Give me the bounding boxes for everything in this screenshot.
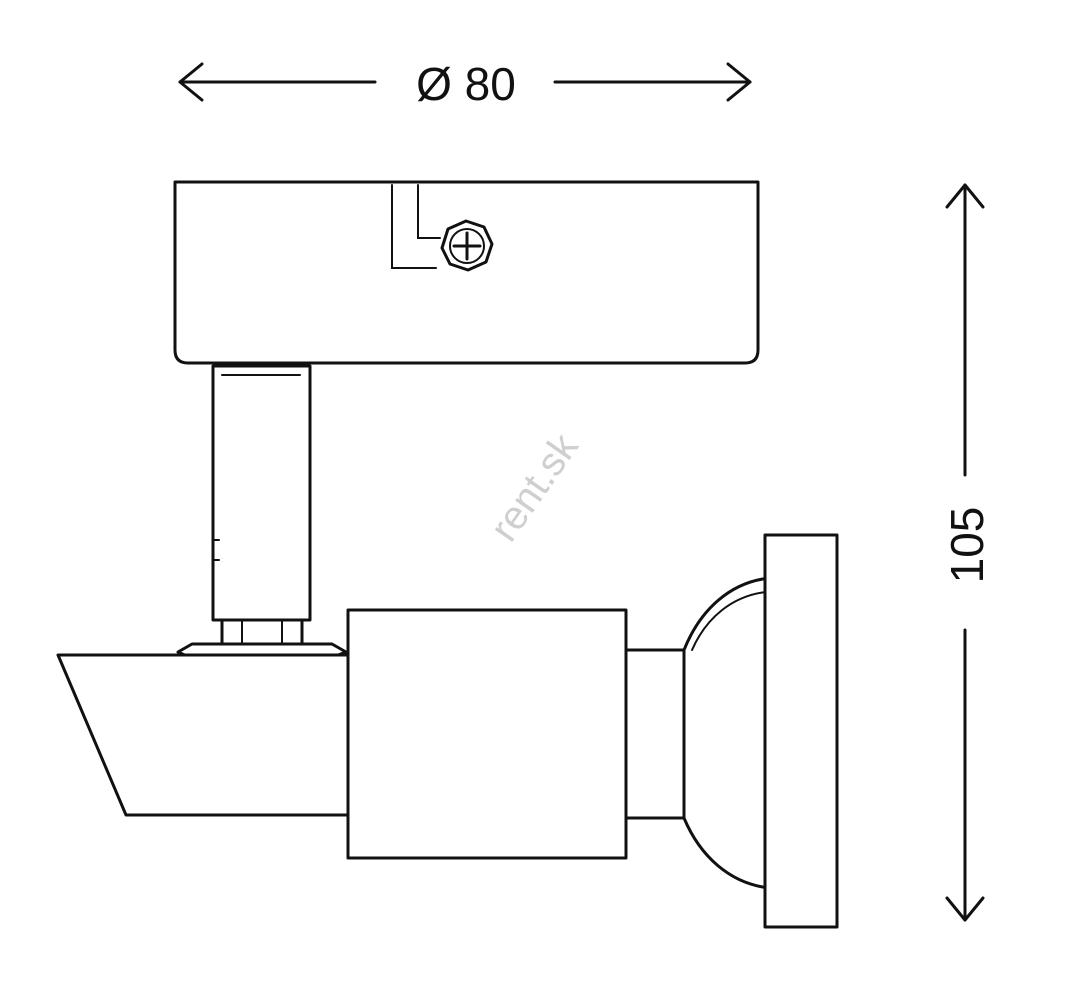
width-dimension: Ø 80: [178, 58, 752, 110]
height-dimension-label: 105: [941, 507, 993, 584]
mounting-base: [173, 180, 760, 365]
front-plate: [763, 533, 839, 929]
collar: [346, 608, 628, 860]
screw-icon: [440, 219, 494, 272]
stem: [211, 364, 312, 622]
neck: [624, 648, 686, 820]
height-dimension: 105: [941, 183, 993, 922]
width-dimension-label: Ø 80: [416, 58, 516, 110]
bulb-dome: [682, 576, 772, 890]
watermark: rent.sk: [482, 425, 587, 549]
lamp-housing: [56, 653, 352, 817]
